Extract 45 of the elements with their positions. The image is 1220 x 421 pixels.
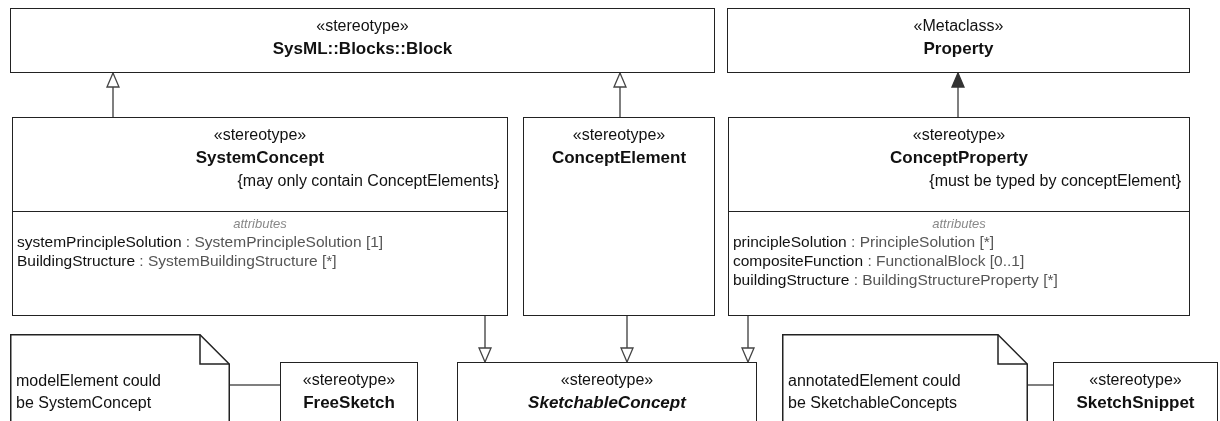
compartment-title: attributes — [932, 216, 986, 232]
constraint-text: {may only contain ConceptElements} — [237, 171, 499, 191]
attribute-text: principleSolution : PrincipleSolution [*] — [733, 232, 995, 251]
generalization-arrow — [620, 315, 634, 363]
note-text: modelElement could be SystemConcept — [16, 371, 162, 413]
compartment-title: attributes — [233, 216, 287, 232]
note — [10, 334, 230, 421]
attribute-text: systemPrincipleSolution : SystemPrincipleSolution [1] — [17, 232, 384, 251]
extension-arrow — [951, 72, 965, 118]
class-box — [10, 8, 715, 73]
stereotype-label: «stereotype» — [213, 125, 307, 145]
constraint-text: {must be typed by conceptElement} — [929, 171, 1181, 191]
class-box — [728, 117, 1190, 316]
stereotype-label: «stereotype» — [572, 125, 666, 145]
class-box — [727, 8, 1190, 73]
stereotype-label: «stereotype» — [302, 370, 396, 390]
class-name: SysML::Blocks::Block — [272, 38, 453, 60]
attribute-text: buildingStructure : BuildingStructureProperty [*] — [733, 270, 1058, 289]
connector-line — [1027, 384, 1054, 386]
class-box — [12, 117, 508, 316]
class-box — [280, 362, 418, 421]
generalization-arrow — [741, 315, 755, 363]
class-name: ConceptElement — [551, 147, 687, 169]
class-name: SystemConcept — [195, 147, 325, 169]
class-name: SketchableConcept — [528, 392, 686, 414]
generalization-arrow — [478, 315, 492, 363]
stereotype-label: «Metaclass» — [913, 16, 1004, 36]
connector-line — [229, 384, 281, 386]
note-text: annotatedElement could be SketchableConcepts — [788, 371, 962, 413]
class-name: ConceptProperty — [890, 147, 1028, 169]
generalization-arrow — [613, 72, 627, 118]
note — [782, 334, 1028, 421]
class-name: FreeSketch — [303, 392, 395, 414]
attribute-text: compositeFunction : FunctionalBlock [0..1] — [733, 251, 1025, 270]
stereotype-label: «stereotype» — [912, 125, 1006, 145]
stereotype-label: «stereotype» — [316, 16, 409, 36]
class-box — [457, 362, 757, 421]
attribute-text: BuildingStructure : SystemBuildingStructure [*] — [17, 251, 337, 270]
class-box — [1053, 362, 1218, 421]
stereotype-label: «stereotype» — [1089, 370, 1182, 390]
class-box — [523, 117, 715, 316]
stereotype-label: «stereotype» — [560, 370, 654, 390]
generalization-arrow — [106, 72, 120, 118]
class-name: Property — [923, 38, 994, 60]
class-name: SketchSnippet — [1076, 392, 1195, 414]
